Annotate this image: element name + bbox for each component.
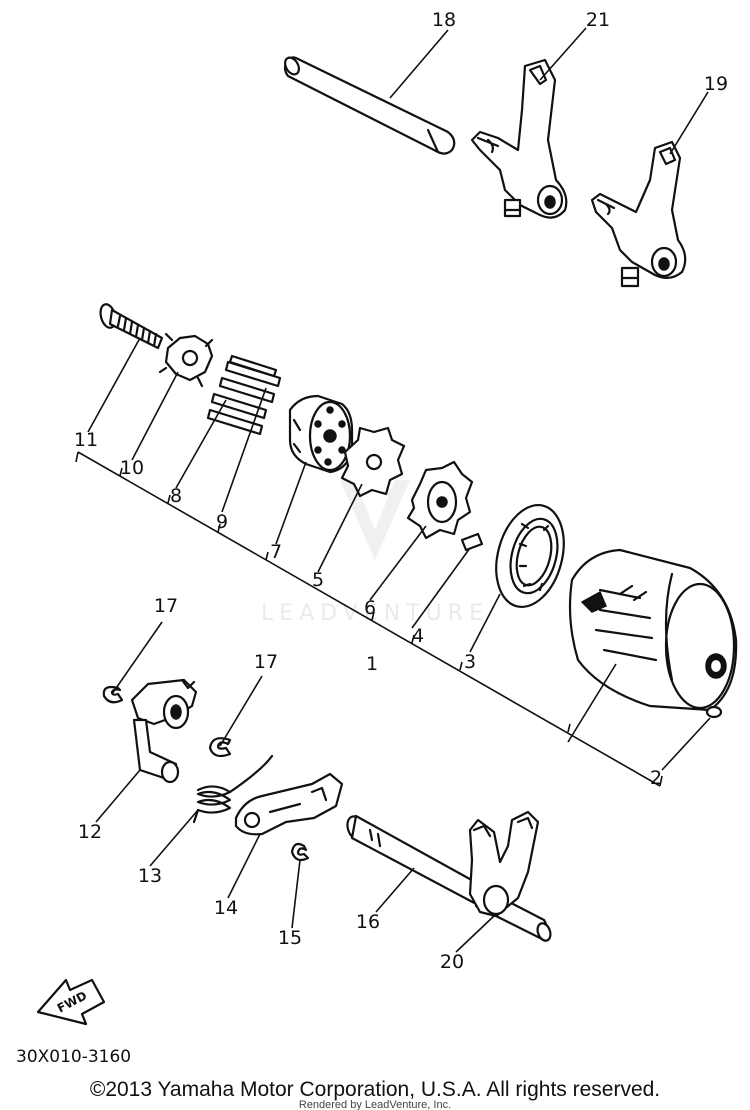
callout-20: 20 xyxy=(440,951,464,973)
plate-5[interactable] xyxy=(340,426,406,498)
shift-fork-shaft-18[interactable] xyxy=(282,55,456,155)
callout-15: 15 xyxy=(278,927,302,949)
callout-11: 11 xyxy=(74,429,98,451)
svg-text:LEADVENTURE: LEADVENTURE xyxy=(261,601,489,626)
circlip-17a[interactable] xyxy=(102,685,124,704)
callout-numbers: 18 21 19 11 10 8 9 7 5 6 4 1 3 2 17 17 1… xyxy=(74,9,728,973)
shift-drum-segment-7[interactable] xyxy=(288,394,354,474)
shift-arm-12[interactable] xyxy=(130,678,198,784)
shift-lever-14[interactable] xyxy=(234,772,344,836)
rendered-by: Rendered by LeadVenture, Inc. xyxy=(299,1099,451,1110)
circlip-17b[interactable] xyxy=(208,737,232,758)
callout-14: 14 xyxy=(214,897,238,919)
bearing-3[interactable] xyxy=(486,497,575,614)
callout-2: 2 xyxy=(650,767,662,789)
stopper-lever-10[interactable] xyxy=(158,332,214,388)
callout-10: 10 xyxy=(120,457,144,479)
eclip-15[interactable] xyxy=(290,842,310,862)
callout-18: 18 xyxy=(432,9,456,31)
callout-17a: 17 xyxy=(154,595,178,617)
screw-11[interactable] xyxy=(98,303,164,350)
part-code: 30X010-3160 xyxy=(16,1047,131,1067)
pins-8-9[interactable] xyxy=(206,354,282,436)
callout-4: 4 xyxy=(412,625,424,647)
callout-19: 19 xyxy=(704,73,728,95)
callout-7: 7 xyxy=(270,541,282,563)
shift-drum[interactable] xyxy=(568,548,738,712)
callout-16: 16 xyxy=(356,911,380,933)
callout-5: 5 xyxy=(312,569,324,591)
callout-21: 21 xyxy=(586,9,610,31)
pin-2[interactable] xyxy=(705,705,723,719)
callout-12: 12 xyxy=(78,821,102,843)
callout-13: 13 xyxy=(138,865,162,887)
callout-17b: 17 xyxy=(254,651,278,673)
leader-lines xyxy=(87,27,711,953)
callout-8: 8 xyxy=(170,485,182,507)
assembly-bracket xyxy=(75,451,663,787)
callout-1: 1 xyxy=(366,653,378,675)
shift-fork-21[interactable] xyxy=(470,58,568,219)
callout-3: 3 xyxy=(464,651,476,673)
fwd-arrow-icon: FWD xyxy=(36,978,106,1026)
shift-fork-20[interactable] xyxy=(468,810,540,918)
callout-9: 9 xyxy=(216,511,228,533)
plate-6[interactable] xyxy=(406,460,474,540)
leadventure-watermark: LEADVENTURE xyxy=(261,480,489,626)
copyright-notice: ©2013 Yamaha Motor Corporation, U.S.A. A… xyxy=(90,1078,660,1101)
pin-4[interactable] xyxy=(460,532,484,552)
shift-fork-19[interactable] xyxy=(590,140,687,288)
callout-6: 6 xyxy=(364,597,376,619)
